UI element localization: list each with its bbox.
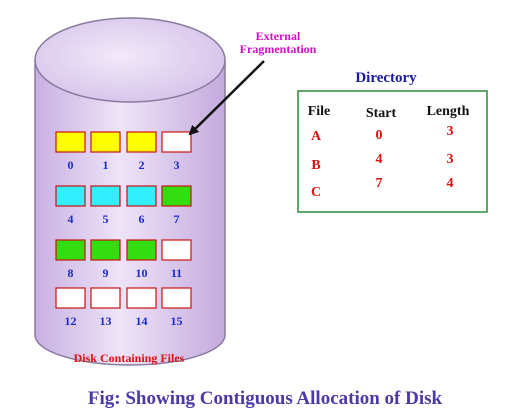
disk-block-12 [55,287,86,309]
disk-block-number: 11 [171,266,182,280]
disk-block-8 [55,239,86,261]
disk-label: Disk Containing Files [74,351,185,365]
directory-cell-start: 4 [376,152,383,167]
disk-block-0 [55,131,86,153]
directory-cell-length: 3 [447,152,454,167]
disk-block-number: 7 [174,212,180,226]
disk-block-number: 10 [136,266,148,280]
disk-block-number: 8 [68,266,74,280]
disk-block-1 [90,131,121,153]
fragmentation-arrow [188,60,265,136]
disk-block-7 [161,185,192,207]
disk-block-11 [161,239,192,261]
external-fragmentation-label-line1: External [256,29,301,43]
directory-cell-file: C [311,185,321,200]
disk-block-number: 2 [139,158,145,172]
disk-block-6 [126,185,157,207]
external-fragmentation-label-line2: Fragmentation [240,42,317,56]
disk-block-number: 12 [65,314,77,328]
figure-caption: Fig: Showing Contiguous Allocation of Di… [87,388,443,409]
disk-block-number: 9 [103,266,109,280]
disk-block-15 [161,287,192,309]
directory-title: Directory [355,70,417,86]
directory-cell-start: 0 [376,128,383,143]
directory-table-border [297,90,488,213]
disk-block-number: 5 [103,212,109,226]
disk-block-10 [126,239,157,261]
disk-block-number: 6 [139,212,145,226]
directory-header-start: Start [366,106,397,121]
disk-block-number: 0 [68,158,74,172]
disk-block-3 [161,131,192,153]
disk-block-number: 1 [103,158,109,172]
directory-cell-file: A [311,129,322,144]
directory-header-file: File [308,104,331,119]
disk-block-9 [90,239,121,261]
disk-block-13 [90,287,121,309]
disk-block-5 [90,185,121,207]
disk-block-4 [55,185,86,207]
directory-cell-file: B [311,158,320,173]
disk-block-number: 13 [100,314,112,328]
directory-cell-length: 3 [447,124,454,139]
directory-cell-length: 4 [447,176,454,191]
disk-block-number: 14 [136,314,148,328]
directory-cell-start: 7 [376,176,383,191]
disk-block-2 [126,131,157,153]
disk-block-14 [126,287,157,309]
disk-block-number: 3 [174,158,180,172]
directory-header-length: Length [427,104,470,119]
disk-block-number: 4 [68,212,74,226]
disk-block-number: 15 [171,314,183,328]
